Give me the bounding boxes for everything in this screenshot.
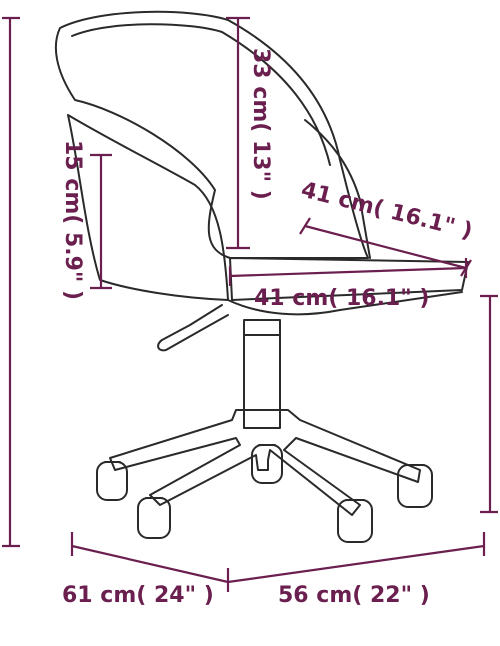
armrest-height-label: 15 cm( 5.9" ): [60, 140, 85, 300]
chair-outline: [54, 10, 469, 543]
right-armrest-outline: [304, 119, 371, 259]
dimension-lines: [2, 16, 498, 592]
caster-wheels: [96, 444, 433, 543]
seat-width-label: 41 cm( 16.1" ): [254, 286, 429, 311]
seat-front-outline: [227, 291, 463, 316]
back-cushion-outline: [71, 23, 331, 166]
seat-depth-label: 41 cm( 16.1" ): [299, 178, 475, 245]
base-width-line: [226, 544, 486, 584]
backrest-height-label: 33 cm( 13" ): [248, 48, 273, 200]
gas-cylinder: [243, 319, 281, 429]
base-depth-line: [70, 544, 230, 584]
backrest-outline: [54, 10, 369, 259]
base-width-label: 56 cm( 22" ): [278, 583, 430, 608]
armrest-outline: [67, 114, 229, 301]
seat-depth-line: [303, 224, 468, 270]
star-base: [109, 409, 421, 516]
height-lever: [157, 304, 229, 352]
dimension-labels: 33 cm( 13" ) 15 cm( 5.9" ) 41 cm( 16.1" …: [60, 48, 475, 608]
seat-outline: [229, 257, 469, 301]
seat-width-line: [228, 266, 468, 278]
base-depth-label: 61 cm( 24" ): [62, 583, 214, 608]
